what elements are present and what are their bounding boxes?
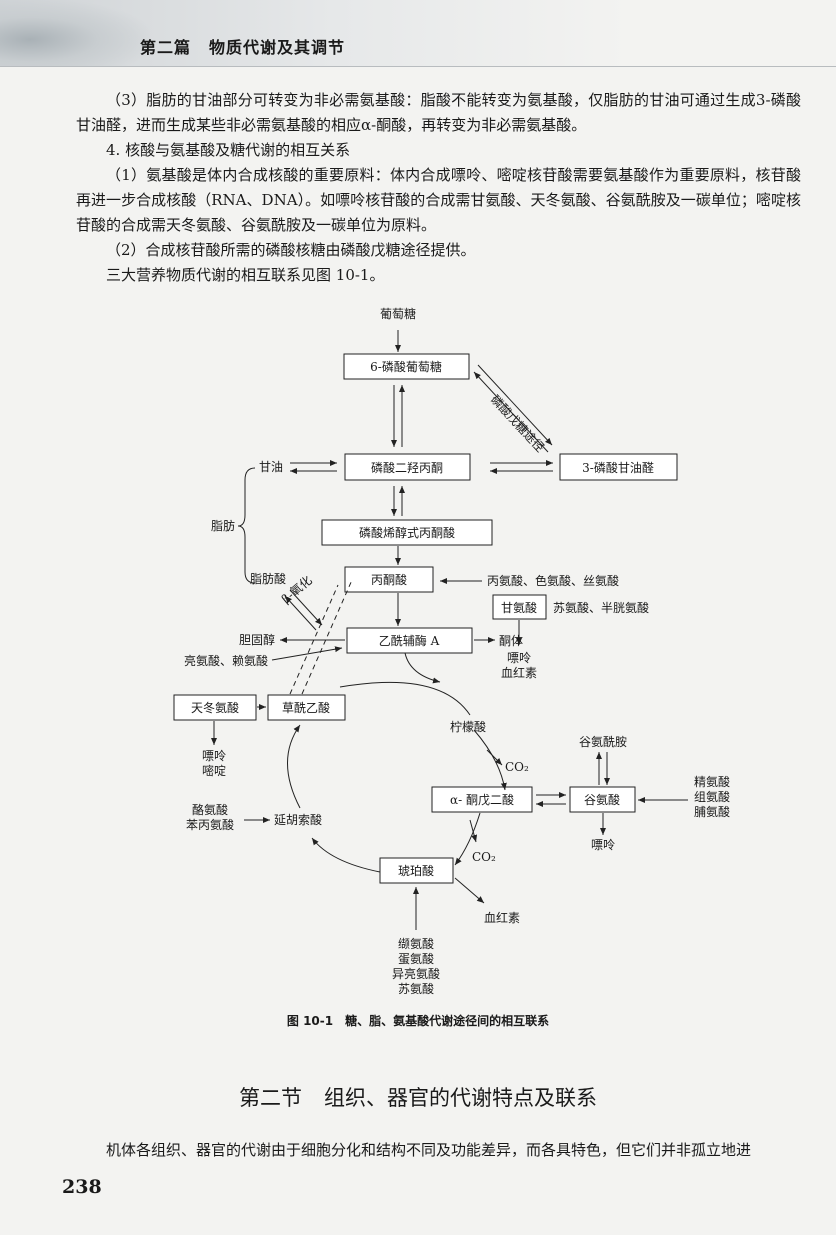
g3p-box	[559, 453, 678, 481]
section-title: 组织、器官的代谢特点及联系	[324, 1086, 597, 1110]
glucose-label: 葡萄糖	[380, 306, 416, 321]
akg-box	[431, 786, 533, 813]
thr-label: 苏氨酸	[398, 981, 434, 996]
tca-arc-succinate-fumarate	[311, 837, 381, 873]
section-number: 第二节	[239, 1086, 302, 1110]
gln-label: 谷氨酰胺	[579, 735, 627, 749]
beta-ox-arrow-up	[284, 595, 317, 631]
citrate-label: 柠檬酸	[450, 719, 486, 734]
dash-oaa-pyruvate	[289, 584, 339, 695]
tyr-label: 酪氨酸	[192, 802, 228, 817]
met-label: 蛋氨酸	[398, 951, 434, 966]
glu-purine-label: 嘌呤	[591, 837, 615, 852]
asp-purine-label: 嘌呤	[202, 748, 226, 763]
tca-arc-fumarate-oaa	[287, 724, 301, 809]
succinate-box	[379, 857, 454, 884]
glycine-heme-label: 血红素	[501, 665, 537, 680]
pep-label: 磷酸烯醇式丙酮酸	[359, 525, 455, 540]
paragraph-glycerol: （3）脂肪的甘油部分可转变为非必需氨基酸：脂酸不能转变为氨基酸，仅脂肪的甘油可通…	[76, 91, 801, 134]
asp-label: 天冬氨酸	[191, 700, 239, 715]
ile-label: 异亮氨酸	[392, 966, 440, 981]
asp-pyrimidine-label: 嘧啶	[202, 764, 226, 778]
dhap-box	[344, 453, 471, 481]
dhap-label: 磷酸二羟丙酮	[371, 460, 443, 475]
page-number: 238	[62, 1176, 102, 1198]
pyruvate-box	[344, 566, 434, 593]
co2-label-2: CO₂	[472, 850, 496, 864]
acetyl-coa-box	[346, 627, 473, 654]
glycerol-label: 甘油	[259, 460, 283, 474]
figure-caption: 图 10-1 糖、脂、氨基酸代谢途径间的相互联系	[286, 1014, 550, 1028]
glycine-label: 甘氨酸	[501, 600, 537, 615]
header-title: 第二篇物质代谢及其调节	[140, 34, 345, 58]
tca-arc-oaa-citrate	[339, 681, 471, 716]
fat-label: 脂肪	[211, 518, 235, 533]
glu-box	[569, 786, 636, 813]
pro-label: 脯氨酸	[694, 804, 730, 819]
ppp-arrow-back	[473, 371, 549, 453]
akg-label: α- 酮戊二酸	[450, 792, 514, 807]
pep-box	[321, 519, 493, 546]
header-part: 第二篇	[140, 38, 192, 57]
arg-label: 精氨酸	[694, 774, 730, 789]
ppp-label: 磷酸戊糖途径	[488, 392, 548, 455]
header-part-title: 物质代谢及其调节	[209, 38, 346, 57]
glycine-box	[492, 594, 547, 620]
paragraph-ribose: （2）合成核苷酸所需的磷酸核糖由磷酸戊糖途径提供。	[106, 241, 476, 259]
pyruvate-aa-label: 丙氨酸、色氨酸、丝氨酸	[487, 573, 619, 588]
arrow-succinate-heme	[454, 877, 485, 904]
header-decoration	[0, 0, 150, 66]
page-header: 第二篇物质代谢及其调节	[0, 0, 836, 67]
ppp-arrow-forward	[477, 364, 553, 446]
metabolic-pathway-diagram: 葡萄糖 6-磷酸葡萄糖 磷酸戊糖途径 磷酸二羟丙酮 3-磷酸甘油醛 甘油 脂肪 …	[173, 306, 730, 996]
glycine-aa-label: 苏氨酸、半胱氨酸	[553, 600, 649, 615]
g3p-label: 3-磷酸甘油醛	[582, 460, 654, 475]
tca-arc-citrate-akg	[473, 729, 507, 791]
val-label: 缬氨酸	[398, 936, 434, 951]
paragraph-organs: 机体各组织、器官的代谢由于细胞分化和结构不同及功能差异，而各具特色，但它们并非孤…	[106, 1141, 752, 1159]
g6p-label: 6-磷酸葡萄糖	[370, 359, 442, 374]
paragraph-amino-nucleic: （1）氨基酸是体内合成核酸的重要原料：体内合成嘌呤、嘧啶核苷酸需要氨基酸作为重要…	[76, 166, 801, 234]
arrow-co2-1	[486, 749, 503, 766]
paragraph-heading-nucleic: 4. 核酸与氨基酸及糖代谢的相互关系	[106, 141, 351, 159]
acetyl-to-cycle-arrow	[404, 652, 441, 684]
oaa-label: 草酰乙酸	[282, 700, 330, 715]
glycine-purine-label: 嘌呤	[507, 650, 531, 665]
pyruvate-label: 丙酮酸	[371, 572, 407, 587]
beta-ox-arrow-down	[289, 589, 323, 626]
oaa-box	[267, 694, 346, 721]
asp-box	[173, 694, 257, 721]
tca-arc-akg-succinate	[454, 812, 481, 866]
section-heading: 第二节组织、器官的代谢特点及联系	[0, 1082, 836, 1112]
dash-oaa-pep	[301, 579, 353, 695]
glu-label: 谷氨酸	[584, 792, 620, 807]
fumarate-label: 延胡索酸	[274, 812, 322, 827]
arrow-leu-acetyl	[271, 646, 343, 661]
cholesterol-label: 胆固醇	[239, 632, 275, 647]
ketone-label: 酮体	[499, 634, 523, 648]
fat-brace	[237, 467, 256, 584]
g6p-box	[343, 353, 470, 380]
acetyl-coa-label: 乙酰辅酶 A	[379, 633, 440, 648]
leu-lys-label: 亮氨酸、赖氨酸	[184, 653, 268, 668]
fatty-acid-label: 脂肪酸	[250, 571, 286, 586]
succinate-label: 琥珀酸	[398, 863, 434, 878]
succinate-heme-label: 血红素	[484, 910, 520, 925]
co2-label-1: CO₂	[505, 760, 529, 774]
his-label: 组氨酸	[694, 789, 730, 804]
phe-label: 苯丙氨酸	[186, 817, 234, 832]
paragraph-figure-ref: 三大营养物质代谢的相互联系见图 10-1。	[106, 266, 385, 284]
arrow-co2-2	[469, 819, 478, 843]
